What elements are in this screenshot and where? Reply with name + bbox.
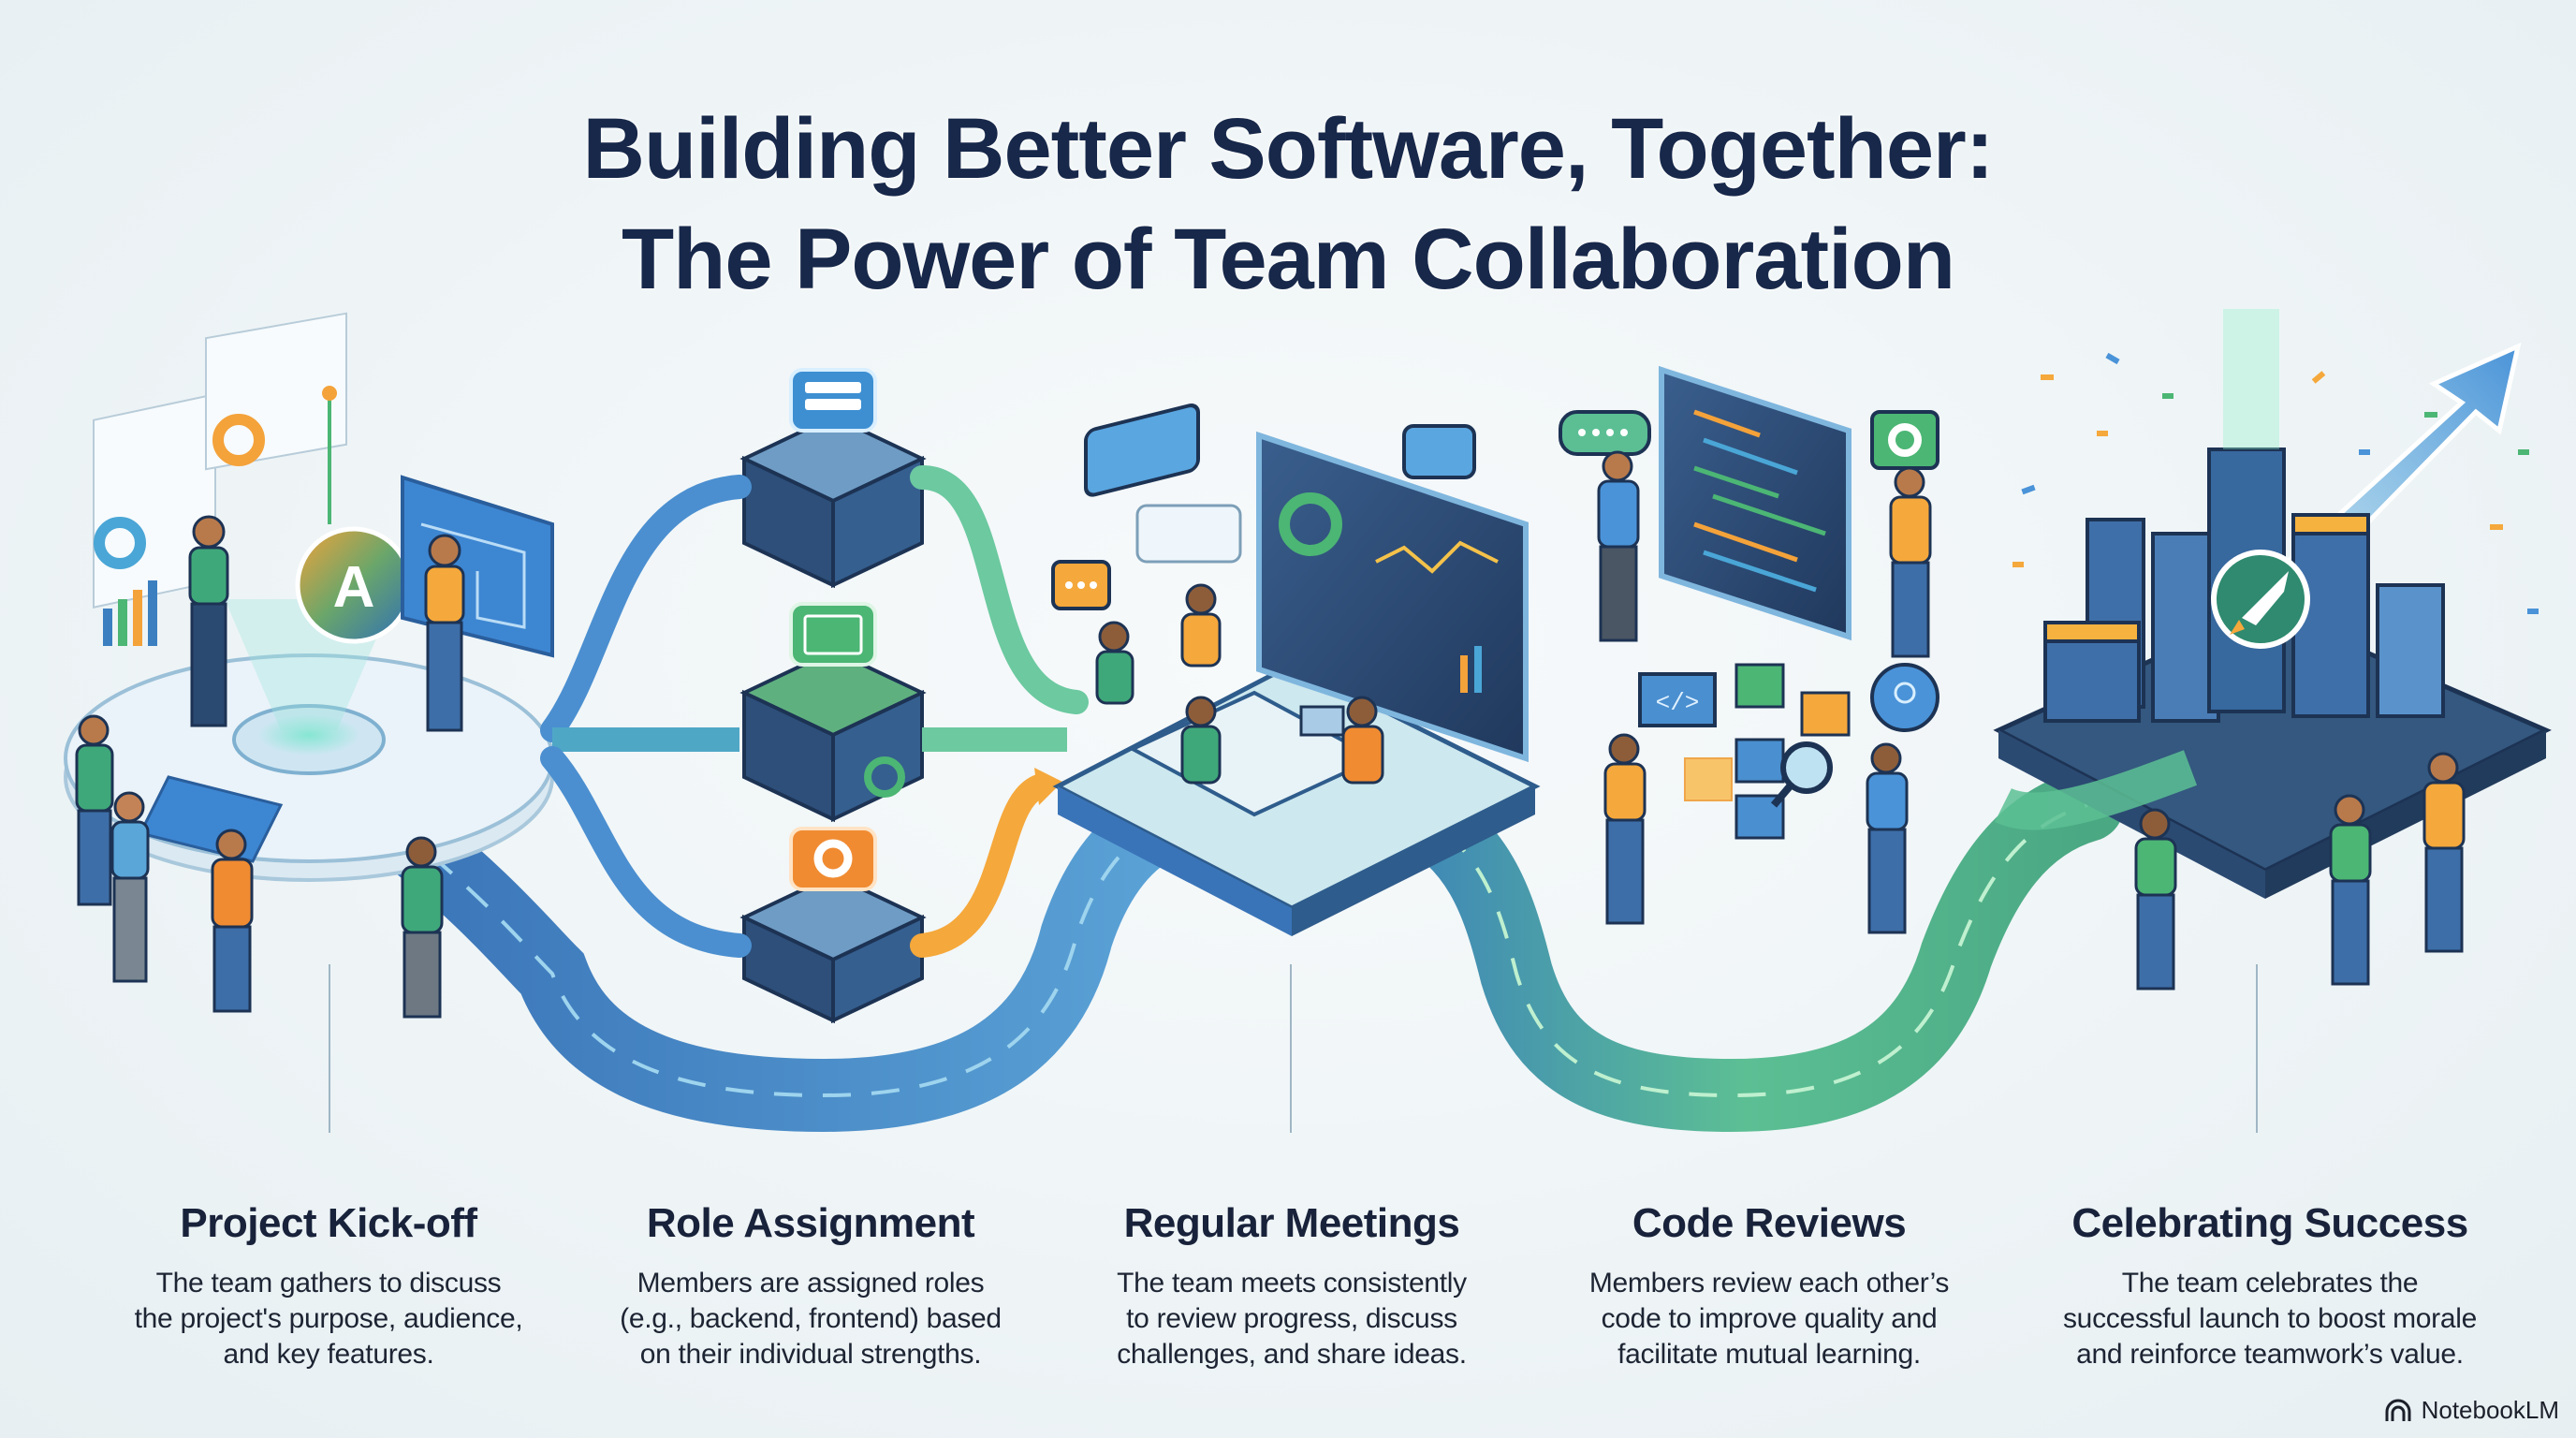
magnifier-icon xyxy=(1770,741,1833,808)
stage-title: Project Kick-off xyxy=(180,1200,477,1246)
laptop-icon xyxy=(1299,705,1345,737)
winding-road xyxy=(357,769,2124,1133)
code-review-scene: </> xyxy=(1559,365,1939,934)
rocket-icon xyxy=(2211,550,2310,649)
role-servers xyxy=(540,368,1089,1024)
code-screen xyxy=(1659,365,1852,641)
stage-title: Regular Meetings xyxy=(1123,1200,1460,1246)
bar-chart-icon xyxy=(103,580,157,646)
lightbulb-icon xyxy=(1870,663,1939,732)
gear-icon xyxy=(813,839,853,878)
code-icon: </> xyxy=(1638,672,1717,727)
stage-caption-role-assignment: Role Assignment Members are assigned rol… xyxy=(567,1200,1054,1372)
stage-caption-code-reviews: Code Reviews Members review each other’s… xyxy=(1526,1200,2012,1372)
stage-caption-kickoff: Project Kick-off The team gathers to dis… xyxy=(85,1200,572,1372)
gear-icon xyxy=(864,756,905,798)
donut-chart-icon xyxy=(94,517,146,569)
gear-icon xyxy=(1870,410,1939,470)
connector-line-success xyxy=(2256,964,2258,1133)
chat-bubble-icon xyxy=(1051,403,1476,610)
dashboard-icon xyxy=(1256,431,1529,763)
kickoff-people xyxy=(75,515,465,1019)
blueprint-icon xyxy=(401,475,554,658)
stage-caption-regular-meetings: Regular Meetings The team meets consiste… xyxy=(1048,1200,1535,1372)
stage-description: Members are assigned roles(e.g., backend… xyxy=(620,1268,1002,1370)
svg-text:</>: </> xyxy=(1656,689,1700,717)
browser-window-icon xyxy=(789,602,877,667)
celebration-scene xyxy=(1993,309,2552,990)
brand-watermark: NotebookLM xyxy=(2384,1396,2559,1425)
title-line-1: Building Better Software, Together: xyxy=(582,101,1995,197)
server-block-frontend xyxy=(739,602,927,823)
page-title: Building Better Software, Together: The … xyxy=(0,94,2576,315)
chat-bubble-icon xyxy=(1559,410,1651,456)
stage-title: Code Reviews xyxy=(1632,1200,1907,1246)
server-block-devops xyxy=(739,827,927,1024)
meeting-scene xyxy=(1051,403,1541,936)
connector-line-meetings xyxy=(1290,964,1292,1133)
stage-title: Celebrating Success xyxy=(2071,1200,2468,1246)
stage-title: Role Assignment xyxy=(646,1200,975,1246)
notebooklm-logo-icon xyxy=(2385,1399,2411,1421)
connector-line-kickoff xyxy=(329,964,330,1133)
server-block-backend xyxy=(739,368,927,589)
brand-label: NotebookLM xyxy=(2421,1396,2559,1424)
stage-caption-celebrating-success: Celebrating Success The team celebrates … xyxy=(2027,1200,2513,1372)
title-line-2: The Power of Team Collaboration xyxy=(621,212,1955,307)
confetti-icon xyxy=(2012,352,2539,614)
svg-text:A: A xyxy=(333,555,375,620)
